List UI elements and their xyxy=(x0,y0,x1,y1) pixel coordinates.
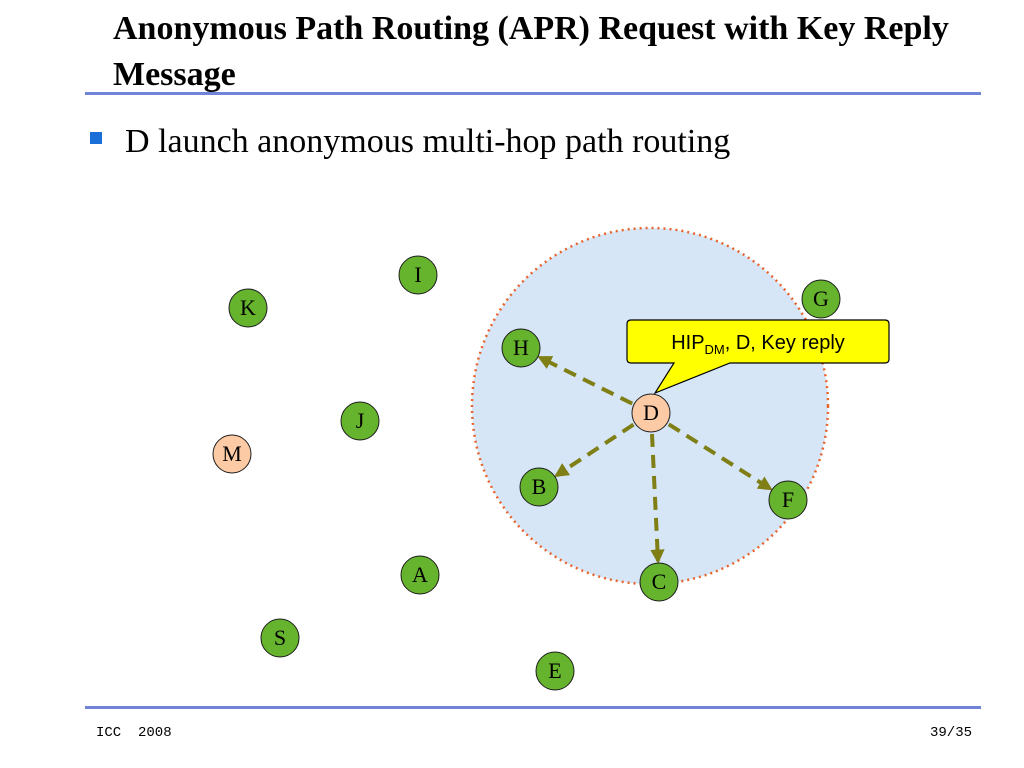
callout-subscript: DM xyxy=(705,342,725,357)
node-circle xyxy=(501,328,541,368)
node-i: I xyxy=(398,255,438,295)
node-label: D xyxy=(643,400,659,425)
node-label: J xyxy=(356,408,365,433)
node-k: K xyxy=(228,288,268,328)
node-label: C xyxy=(652,569,667,594)
node-b: B xyxy=(519,467,559,507)
node-circle xyxy=(768,480,808,520)
footer-page-number: 39/35 xyxy=(929,725,972,741)
nodes-layer: I K G H D J M B F A C S E xyxy=(212,255,841,691)
callout-main: HIP xyxy=(671,332,704,354)
node-circle xyxy=(535,651,575,691)
square-bullet-icon xyxy=(90,132,102,144)
callout-rest: , D, Key reply xyxy=(725,332,845,354)
node-f: F xyxy=(768,480,808,520)
node-c: C xyxy=(639,562,679,602)
node-circle xyxy=(400,555,440,595)
node-circle xyxy=(631,393,671,433)
node-e: E xyxy=(535,651,575,691)
node-circle xyxy=(340,401,380,441)
node-label: K xyxy=(240,295,256,320)
arrow-d-to-c xyxy=(649,433,665,564)
node-circle xyxy=(801,279,841,319)
slide-title: Anonymous Path Routing (APR) Request wit… xyxy=(113,10,949,93)
node-g: G xyxy=(801,279,841,319)
arrow-d-to-h xyxy=(537,355,634,406)
node-label: A xyxy=(412,562,428,587)
node-label: I xyxy=(414,262,421,287)
footer-conference: ICC 2008 xyxy=(96,725,172,741)
node-label: B xyxy=(532,474,547,499)
title-divider xyxy=(85,92,981,95)
node-m: M xyxy=(212,434,252,474)
arrow-d-to-b xyxy=(554,422,635,478)
node-j: J xyxy=(340,401,380,441)
node-label: G xyxy=(813,286,829,311)
node-a: A xyxy=(400,555,440,595)
node-d: D xyxy=(631,393,671,433)
node-label: M xyxy=(222,441,242,466)
node-circle xyxy=(639,562,679,602)
footer-divider xyxy=(85,706,981,709)
callout-label: HIPDM, D, Key reply xyxy=(671,332,845,357)
node-label: S xyxy=(274,625,286,650)
node-circle xyxy=(260,618,300,658)
node-circle xyxy=(398,255,438,295)
edges-layer xyxy=(537,355,773,564)
node-circle xyxy=(519,467,559,507)
node-label: F xyxy=(782,487,794,512)
callout-bubble xyxy=(626,319,890,395)
node-h: H xyxy=(501,328,541,368)
node-circle xyxy=(212,434,252,474)
bullet-text: D launch anonymous multi-hop path routin… xyxy=(125,123,731,160)
node-label: E xyxy=(548,658,561,683)
node-label: H xyxy=(513,335,529,360)
node-s: S xyxy=(260,618,300,658)
node-circle xyxy=(228,288,268,328)
key-reply-callout: HIPDM, D, Key reply xyxy=(626,319,890,395)
